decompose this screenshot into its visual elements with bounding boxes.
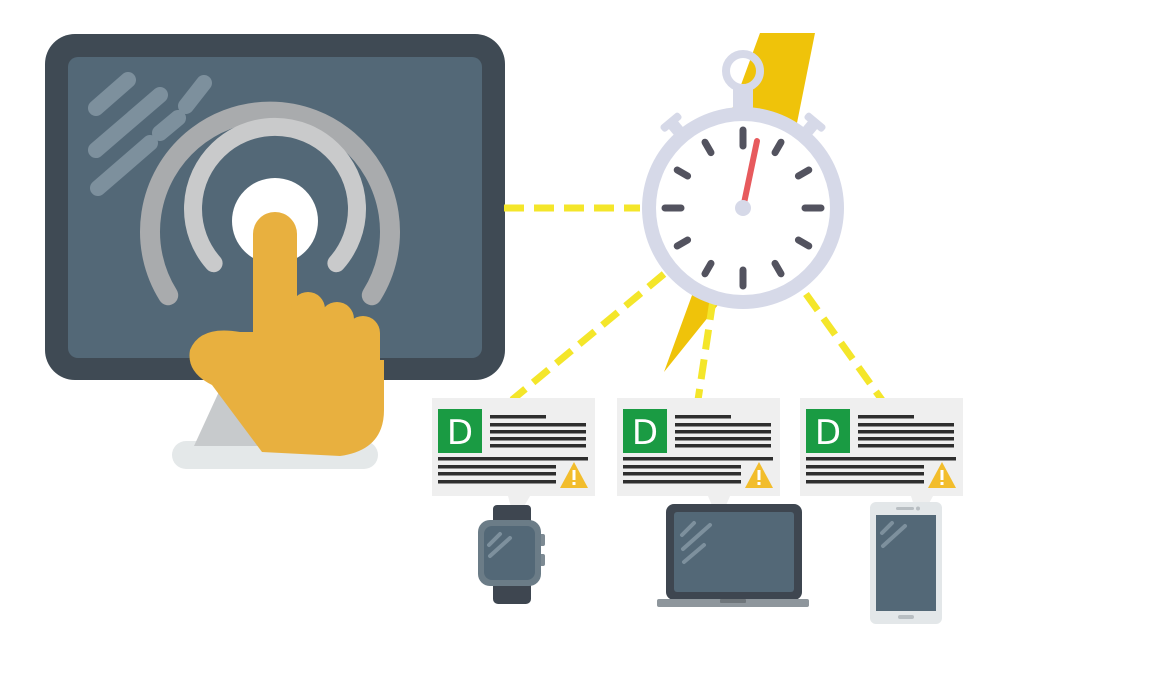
laptop — [657, 504, 809, 607]
stopwatch-hand — [740, 138, 760, 211]
connectors — [504, 204, 885, 403]
stopwatch-tick — [771, 259, 785, 278]
stopwatch-tick — [701, 138, 715, 157]
stopwatch-hub — [735, 200, 751, 216]
smartwatch — [478, 505, 545, 604]
notification-card: D — [432, 398, 595, 522]
badge-letter: D — [447, 413, 473, 453]
hand-pointer-icon — [189, 212, 384, 456]
badge — [438, 409, 482, 453]
stopwatch-tick — [701, 259, 715, 278]
badge — [623, 409, 667, 453]
stopwatch-tick — [794, 236, 813, 250]
stopwatch-icon — [642, 50, 844, 309]
connector-laptop — [694, 299, 717, 401]
connector-phone — [803, 291, 885, 403]
ring-inner — [184, 117, 366, 273]
stopwatch-tick — [771, 138, 785, 157]
warning-icon — [928, 462, 956, 488]
badge-letter: D — [815, 413, 841, 453]
connector-watch — [509, 271, 667, 403]
smartphone — [870, 502, 942, 624]
badge-letter: D — [632, 413, 658, 453]
notification-card: D — [617, 398, 780, 522]
stopwatch-tick — [673, 166, 692, 180]
warning-icon — [745, 462, 773, 488]
screen-glare-stripes — [88, 72, 212, 196]
notification-card: D — [800, 398, 963, 522]
badge — [806, 409, 850, 453]
stopwatch-tick — [673, 236, 692, 250]
stopwatch-tick — [794, 166, 813, 180]
warning-icon — [560, 462, 588, 488]
stopwatch-ticks — [661, 126, 825, 290]
ring-outer — [140, 101, 400, 306]
